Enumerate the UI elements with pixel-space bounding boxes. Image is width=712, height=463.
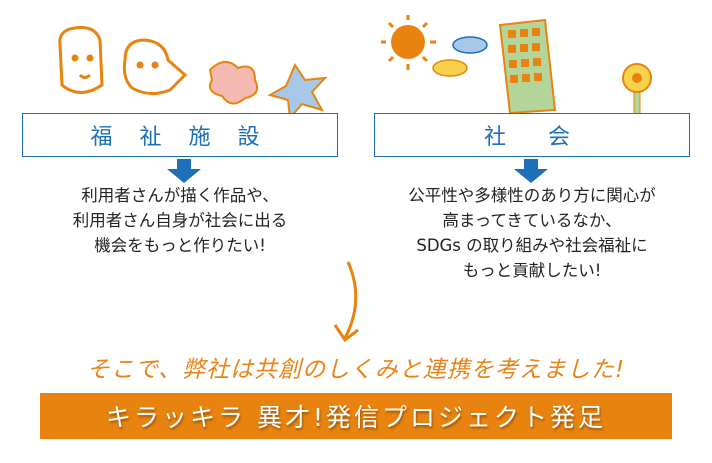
flower-illustration bbox=[208, 61, 328, 121]
sunflower-illustration bbox=[622, 63, 652, 127]
project-banner: キラッキラ 異才!発信プロジェクト発足 bbox=[40, 393, 672, 439]
down-arrow-icon bbox=[167, 159, 201, 183]
text-line: 公平性や多様性のあり方に関心が bbox=[408, 186, 656, 205]
banner-text: キラッキラ 異才!発信プロジェクト発足 bbox=[106, 403, 606, 432]
society-title: 社 会 bbox=[483, 125, 580, 150]
headline: そこで、弊社は共創のしくみと連携を考えました! bbox=[86, 357, 626, 383]
cloud-illustration bbox=[432, 36, 488, 77]
society-box: 社 会 bbox=[374, 113, 690, 157]
welfare-facility-title: 福 祉 施 設 bbox=[90, 125, 270, 150]
sun-illustration bbox=[381, 15, 436, 70]
curved-arrow-icon bbox=[333, 261, 359, 343]
text-line: 高まってきているなか、 bbox=[442, 211, 622, 230]
down-arrow-icon bbox=[514, 159, 548, 183]
text-line: もっと貢献したい! bbox=[462, 261, 602, 280]
welfare-facility-box: 福 祉 施 設 bbox=[22, 113, 338, 157]
welfare-facility-description: 利用者さんが描く作品や、 利用者さん自身が社会に出る 機会をもっと作りたい! bbox=[22, 183, 338, 258]
text-line: 機会をもっと作りたい! bbox=[94, 236, 266, 255]
text-line: SDGs の取り組みや社会福祉に bbox=[416, 236, 648, 255]
society-description: 公平性や多様性のあり方に関心が 高まってきているなか、 SDGs の取り組みや社… bbox=[374, 183, 690, 283]
text-line: 利用者さんが描く作品や、 bbox=[81, 186, 279, 205]
text-line: 利用者さん自身が社会に出る bbox=[72, 211, 288, 230]
building-illustration bbox=[498, 18, 557, 115]
faces-illustration bbox=[58, 26, 188, 95]
